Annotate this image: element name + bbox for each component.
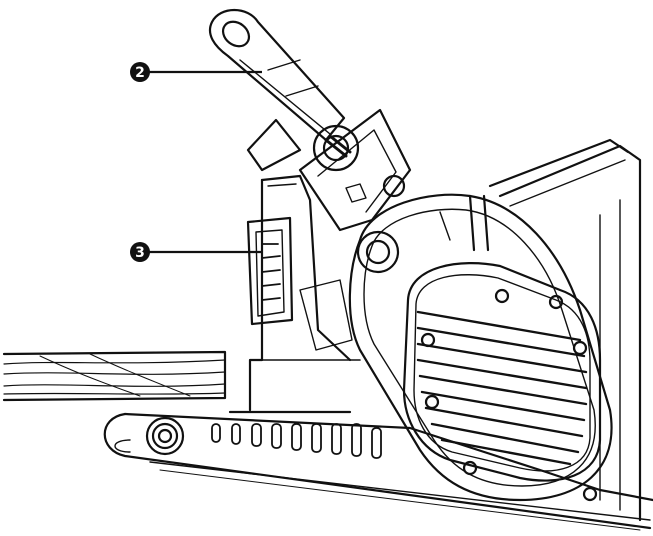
callout-2: 2 — [130, 62, 262, 82]
wood-log — [2, 350, 227, 402]
callout-2-marker — [130, 62, 150, 82]
bar-slots — [211, 423, 382, 459]
callout-3: 3 — [130, 242, 262, 262]
vent-grille — [402, 262, 602, 502]
bar-nut — [145, 416, 185, 456]
saw-housing — [228, 118, 361, 414]
guide-bar — [103, 412, 653, 531]
callout-3-label: 3 — [135, 245, 145, 261]
chain-cover — [348, 193, 613, 502]
side-grip — [246, 216, 294, 326]
cover-nut — [356, 230, 400, 274]
lever-linkage — [298, 108, 412, 351]
callout-2-label: 2 — [135, 65, 145, 81]
callout-3-marker — [130, 242, 150, 262]
tensioning-lever — [208, 9, 360, 172]
rear-housing — [488, 138, 642, 522]
